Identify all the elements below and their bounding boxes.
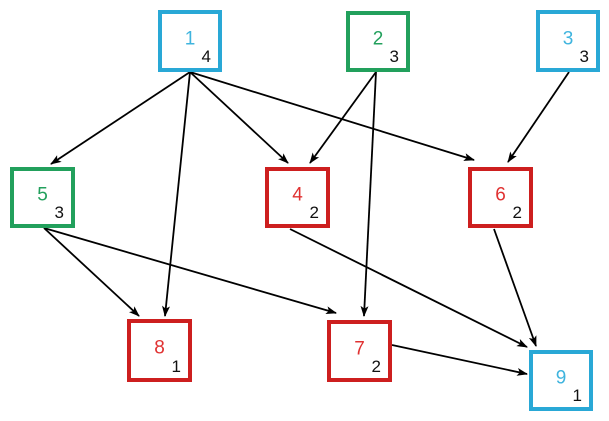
node-id-label: 2 — [372, 28, 384, 50]
node-id-label: 7 — [354, 338, 365, 360]
graph-edge-5-to-8 — [43, 227, 140, 317]
node-weight-label: 3 — [579, 47, 589, 66]
node-weight-label: 1 — [572, 386, 582, 405]
node-id-label: 9 — [555, 367, 567, 389]
graph-edge-2-to-4 — [309, 71, 377, 164]
edges-group — [43, 71, 570, 376]
node-id-label: 6 — [495, 184, 506, 206]
node-id-label: 1 — [184, 28, 196, 50]
node-weight-label: 1 — [171, 357, 181, 376]
graph-edge-6-to-9 — [493, 228, 537, 347]
graph-edge-1-to-5 — [50, 71, 191, 165]
node-weight-label: 2 — [512, 203, 522, 222]
graph-edge-5-to-7 — [43, 227, 337, 315]
graph-edge-1-to-4 — [189, 71, 289, 164]
graph-edge-7-to-9 — [391, 344, 528, 376]
node-weight-label: 4 — [201, 47, 211, 66]
node-weight-label: 2 — [371, 357, 381, 376]
node-id-label: 5 — [37, 184, 48, 206]
graph-edge-4-to-9 — [289, 228, 528, 348]
node-weight-label: 3 — [54, 203, 64, 222]
graph-edge-3-to-6 — [507, 71, 570, 163]
graph-edge-1-to-6 — [189, 71, 475, 161]
node-weight-label: 3 — [389, 47, 399, 66]
node-id-label: 3 — [562, 28, 574, 50]
node-weight-label: 2 — [309, 203, 319, 222]
graph-edge-2-to-7 — [360, 71, 377, 317]
node-id-label: 8 — [154, 337, 165, 359]
node-id-label: 4 — [292, 184, 303, 206]
graph-edge-1-to-8 — [162, 71, 191, 317]
